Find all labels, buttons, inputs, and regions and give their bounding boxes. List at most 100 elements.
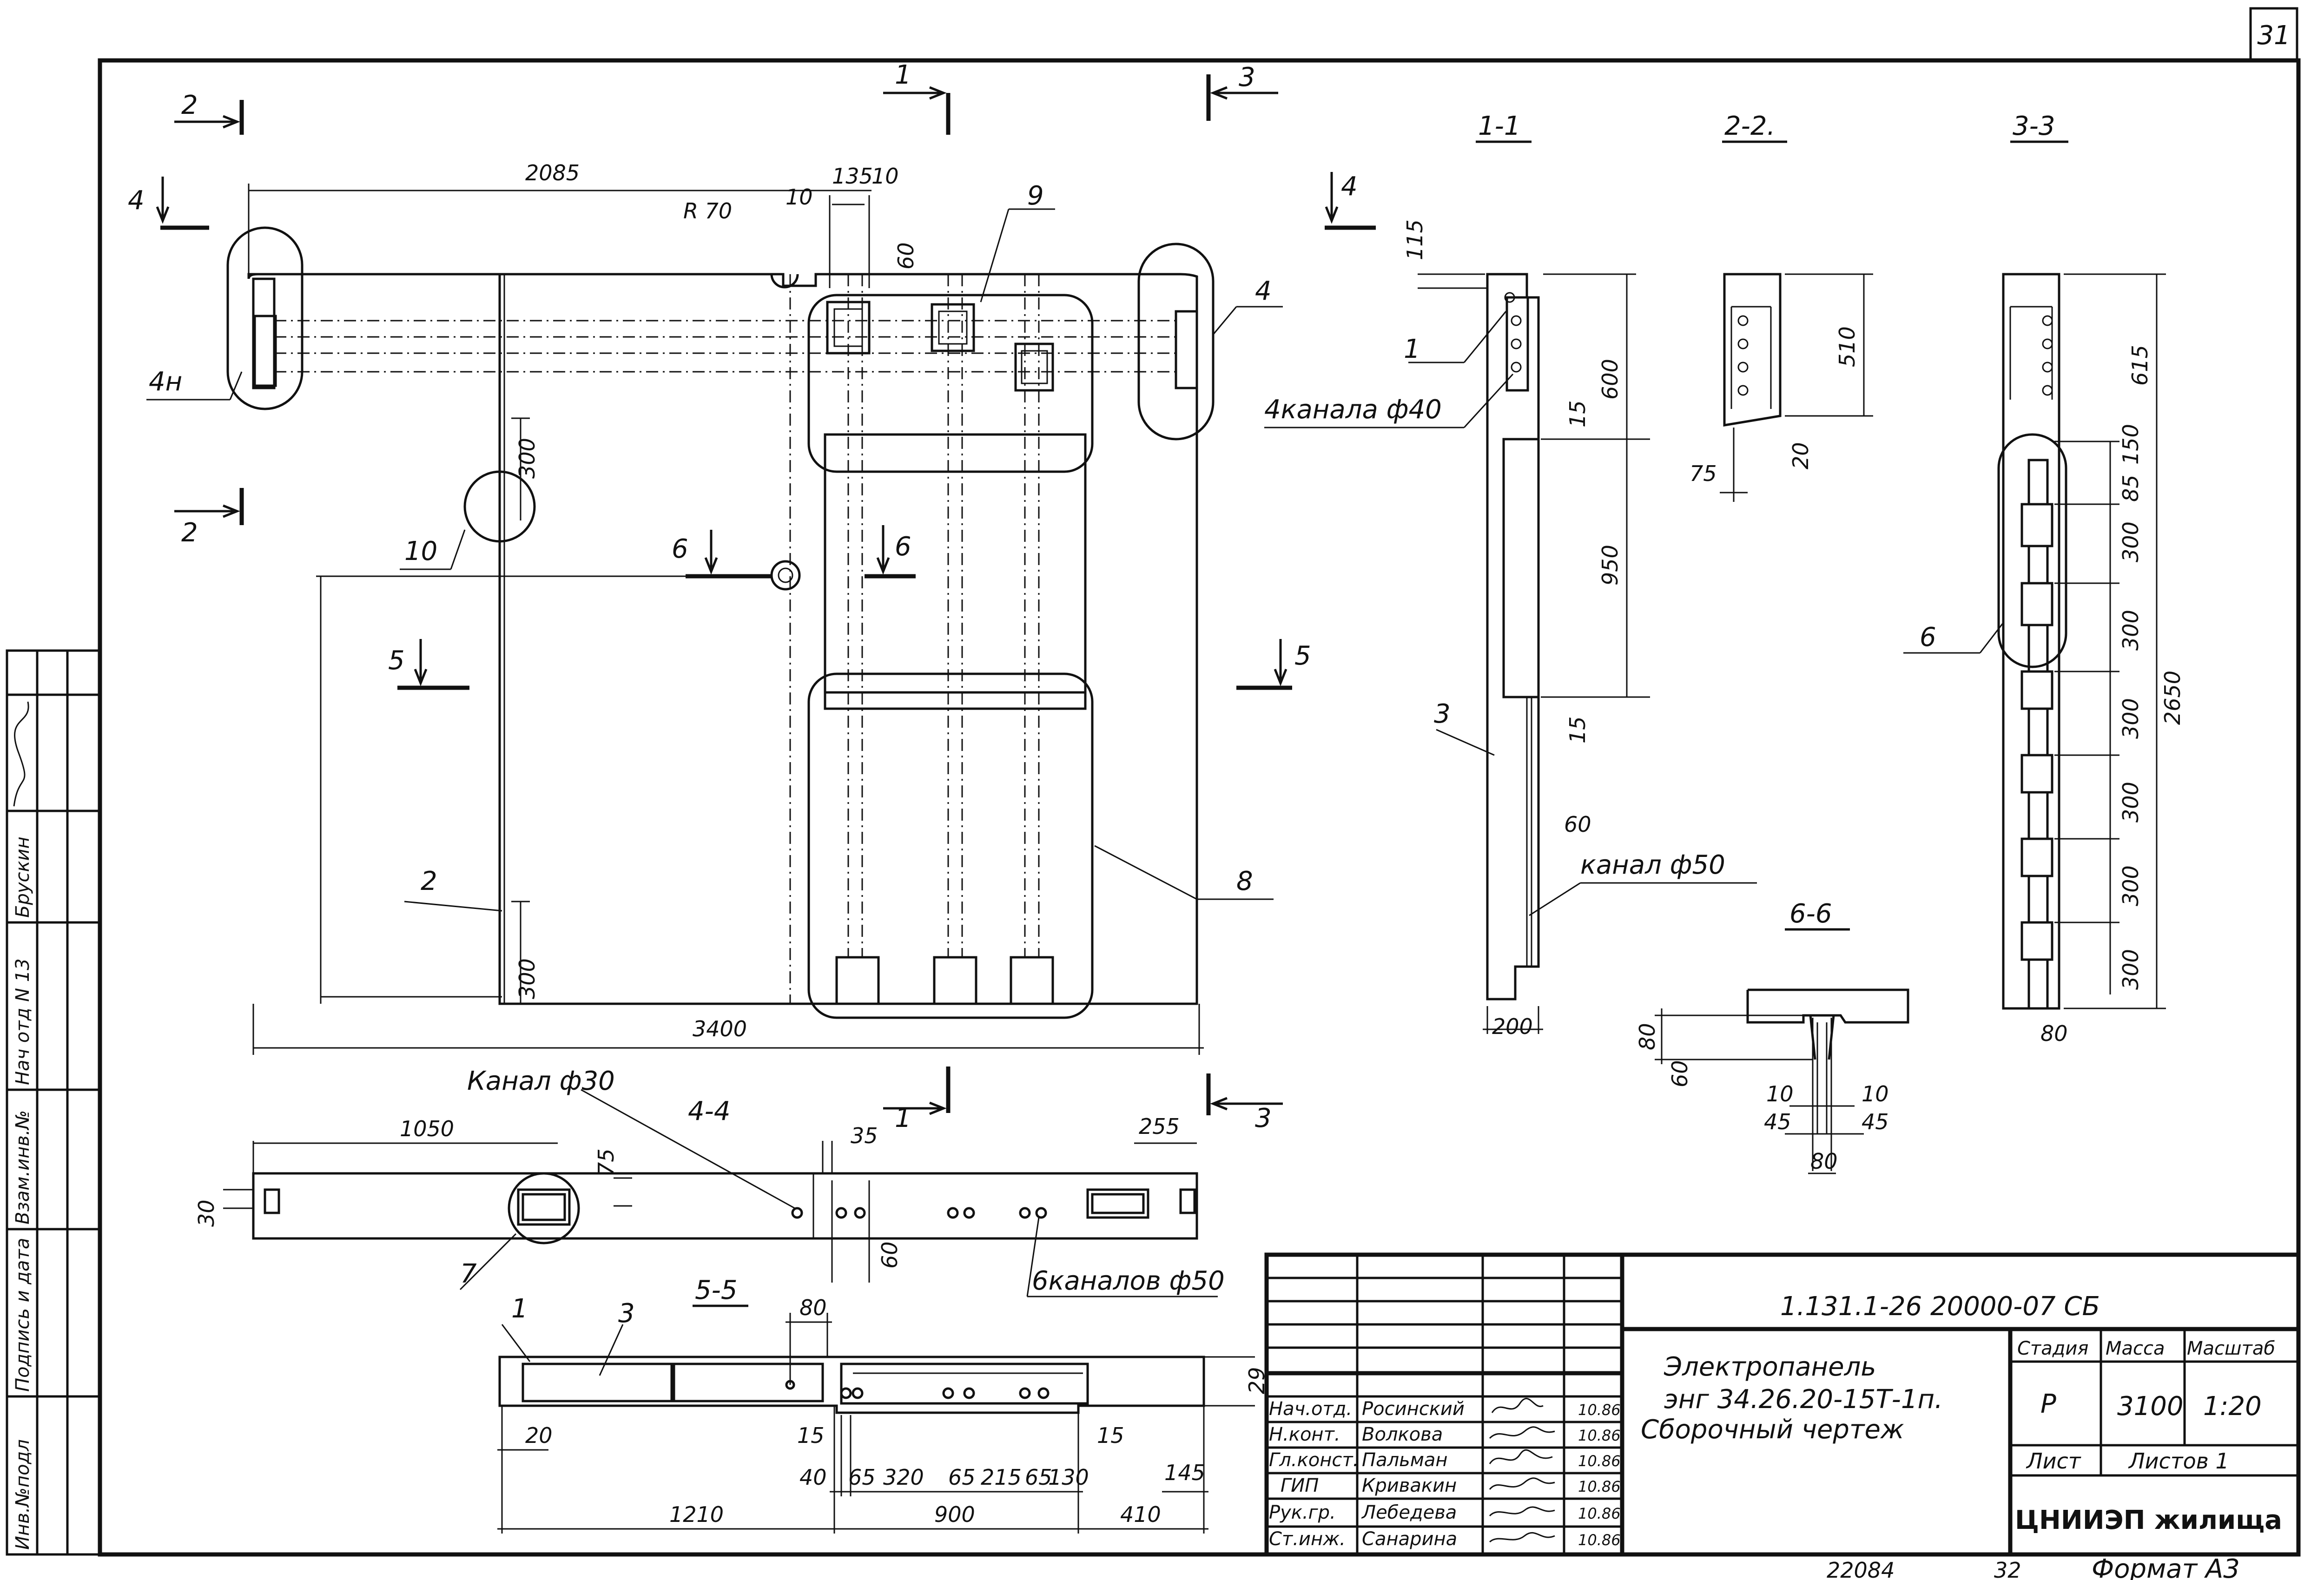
org-name: ЦНИИЭП жилища [2015,1505,2282,1535]
s55-callout-1: 1 [511,1294,528,1324]
staff-role: Рук.гр. [1269,1502,1336,1523]
dim-slot-gap-a: 10 [786,184,813,210]
s33-dim-300-d: 300 [2118,782,2143,823]
s11-dim-115: 115 [1402,219,1427,260]
callout-9: 9 [1027,181,1044,211]
s33-dim-2650: 2650 [2160,671,2185,725]
side-stamp: Инв.№подл Подпись и дата Взам.инв.№ Нач … [6,649,101,1556]
s55-dim-80: 80 [799,1295,827,1320]
staff-name: Пальман [1362,1449,1448,1471]
dim-2085: 2085 [525,160,580,185]
callout-region-4 [1137,243,1215,441]
section-1-1-title: 1-1 [1478,111,1520,141]
cut-1-bottom: 1 [895,1103,911,1133]
dim-slot-width: 135 [832,164,873,189]
staff-role: Ст.инж. [1269,1528,1346,1550]
section-5-5: 5-5 80 29 20 15 15 145 40 65 [497,1275,1269,1534]
section-4-4-title: 4-4 [688,1096,730,1126]
s55-dim-1210: 1210 [669,1502,724,1527]
cut-2-top: 2 [181,90,198,120]
staff-name: Санарина [1362,1528,1457,1550]
s33-dim-300-c: 300 [2118,698,2143,739]
section-6-6-title: 6-6 [1789,899,1832,929]
s44-dim-35: 35 [851,1123,878,1148]
cut-marks: 2 2 4 4 1 3 5 5 6 6 [128,60,1376,1133]
footer-archive-no: 22084 [1827,1558,1895,1580]
stamp-name: Брускин [12,836,33,918]
cut-5-right: 5 [1294,641,1311,671]
dim-slot-depth: 60 [893,242,918,270]
s55-dim-15-left: 15 [797,1423,825,1448]
section-4-4: 4-4 1050 35 255 75 30 60 Канал ф [194,1066,1225,1297]
s11-dim-15-top: 15 [1565,400,1590,428]
s44-dim-75: 75 [594,1148,619,1176]
s55-dim-40: 40 [799,1465,827,1490]
stamp-inv-podl: Инв.№подл [12,1439,33,1550]
s44-dim-60: 60 [877,1241,902,1269]
title-line-1: Электропанель [1664,1352,1876,1382]
s66-dim-80-h: 80 [1810,1149,1838,1174]
s66-dim-45-right: 45 [1862,1109,1889,1134]
callout-region-9 [807,294,1094,473]
footer-page-no: 32 [1994,1558,2021,1580]
s66-dim-10-right: 10 [1862,1081,1889,1106]
callout-2: 2 [421,866,437,896]
s11-dim-950: 950 [1598,545,1623,586]
callout-10: 10 [404,536,437,566]
s11-callout-3: 3 [1434,699,1451,729]
s55-dim-900: 900 [934,1502,975,1527]
s22-dim-510: 510 [1835,326,1860,367]
dim-300-bottom: 300 [515,958,540,999]
section-2-2: 2-2. 510 20 75 [1690,111,1873,502]
staff-name: Кривакин [1362,1475,1457,1496]
s11-channel-50: канал ф50 [1580,850,1725,880]
s44-dim-30: 30 [194,1199,219,1227]
title-line-3: Сборочный чертеж [1641,1415,1904,1445]
s11-channels-40: 4канала ф40 [1264,395,1442,425]
footer-format: Формат А3 [2092,1554,2240,1580]
s22-dim-20: 20 [1788,442,1813,469]
s33-dim-150: 150 [2118,424,2143,465]
callout-region-4n [226,226,304,410]
stamp-signature-date: Подпись и дата [12,1238,33,1392]
s33-dim-300-e: 300 [2118,865,2143,906]
scale-header: Масштаб [2187,1338,2275,1359]
s44-callout-region-7 [508,1172,580,1244]
staff-name: Лебедева [1361,1502,1457,1523]
s33-dim-80: 80 [2040,1021,2068,1046]
cut-6-right: 6 [895,532,911,562]
stamp-vzam-inv: Взам.инв.№ [12,1110,33,1224]
title-block: 1.131.1-26 20000-07 СБ Электропанель энг… [1264,1252,2301,1557]
stamp-dept-head: Нач отд N 13 [12,958,33,1085]
mass-header: Масса [2106,1338,2165,1359]
callout-region-10 [463,470,536,543]
s11-callout-1: 1 [1404,334,1420,364]
s55-dim-320: 320 [883,1465,924,1490]
cut-2-bottom: 2 [181,518,198,548]
s55-dim-65-a: 65 [848,1465,876,1490]
doc-code: 1.131.1-26 20000-07 СБ [1780,1291,2100,1322]
callout-region-8 [807,672,1094,1019]
section-5-5-title: 5-5 [695,1275,737,1305]
staff-role: Нач.отд. [1269,1398,1352,1420]
cut-6-left: 6 [672,534,688,564]
s44-channels-50: 6каналов ф50 [1032,1266,1225,1296]
s66-dim-10-left: 10 [1766,1081,1794,1106]
dim-r70: R 70 [683,198,732,224]
sheet-number-box [2249,7,2298,62]
s55-dim-15-right: 15 [1097,1423,1124,1448]
staff-date: 10.86 [1578,1531,1621,1549]
callout-4: 4 [1255,276,1272,306]
s66-dim-45-left: 45 [1764,1109,1791,1134]
section-3-3: 3-3 615 150 85 [1903,111,2185,1046]
s11-dim-60: 60 [1564,812,1591,837]
s66-dim-80-v: 80 [1635,1023,1660,1050]
section-6-6: 6-6 80 60 10 10 45 45 80 [1635,899,1909,1174]
s55-dim-410: 410 [1120,1502,1161,1527]
s33-dim-615: 615 [2127,345,2152,386]
s55-dim-65-b: 65 [948,1465,976,1490]
s55-callout-3: 3 [618,1298,635,1329]
s55-dim-20: 20 [525,1423,553,1448]
staff-role: Гл.конст. [1269,1449,1359,1471]
